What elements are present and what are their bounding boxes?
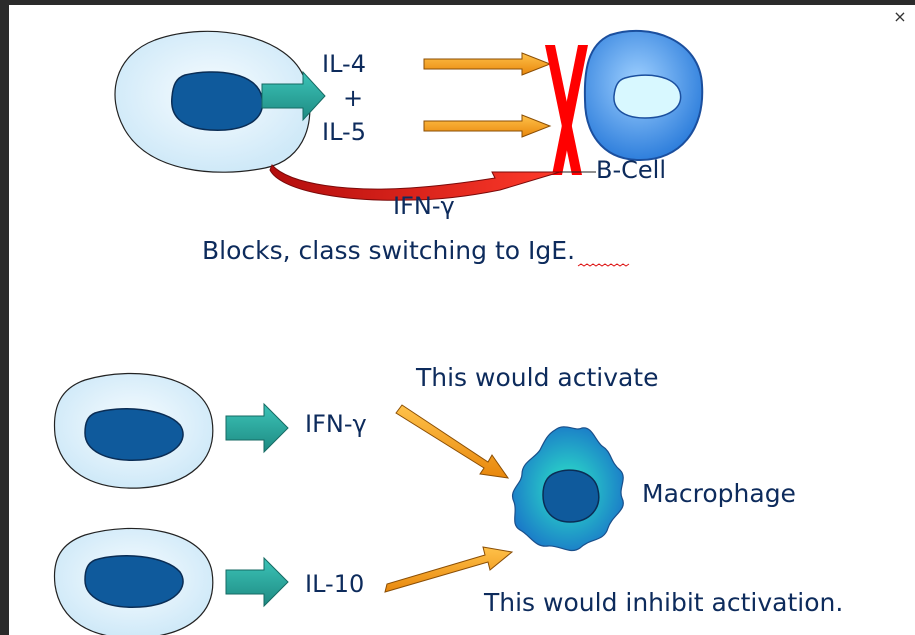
orange-arrow-il4 <box>423 52 552 76</box>
nucleus-bottom-2 <box>84 555 184 608</box>
teal-arrow-il10 <box>225 556 289 608</box>
macrophage-nucleus <box>542 469 600 523</box>
label-inhibit: This would inhibit activation. <box>483 588 843 617</box>
orange-arrow-il5 <box>423 114 552 138</box>
th-cell-top <box>114 30 311 173</box>
block-x-icon <box>545 45 588 175</box>
nucleus-top <box>171 71 264 131</box>
th-cell-bottom-1 <box>53 372 214 489</box>
spellcheck-underline <box>577 263 630 267</box>
label-bcell: B-Cell <box>596 156 666 184</box>
label-il4: IL-4 <box>322 50 366 78</box>
window-top-border <box>0 0 915 5</box>
th-cell-bottom-2 <box>53 527 214 635</box>
orange-arrow-il10 <box>384 546 514 593</box>
caption-top: Blocks, class switching to IgE. <box>202 236 575 265</box>
label-ifng-bottom: IFN-γ <box>305 410 367 438</box>
nucleus-bottom-1 <box>84 408 184 461</box>
label-il10: IL-10 <box>305 570 364 598</box>
b-cell-nucleus <box>613 74 682 119</box>
label-ifng-top: IFN-γ <box>393 192 455 220</box>
teal-arrow-ifng <box>225 402 289 454</box>
label-plus: + <box>343 84 363 112</box>
teal-arrow-top <box>261 70 326 122</box>
macrophage <box>512 426 624 552</box>
label-macrophage: Macrophage <box>642 479 796 508</box>
orange-arrow-ifng <box>395 404 510 479</box>
label-il5: IL-5 <box>322 118 366 146</box>
caption-ige: IgE <box>528 236 567 265</box>
label-activate: This would activate <box>415 363 659 392</box>
b-cell <box>583 30 704 162</box>
window-left-border <box>0 0 9 635</box>
close-icon[interactable]: × <box>893 7 907 26</box>
